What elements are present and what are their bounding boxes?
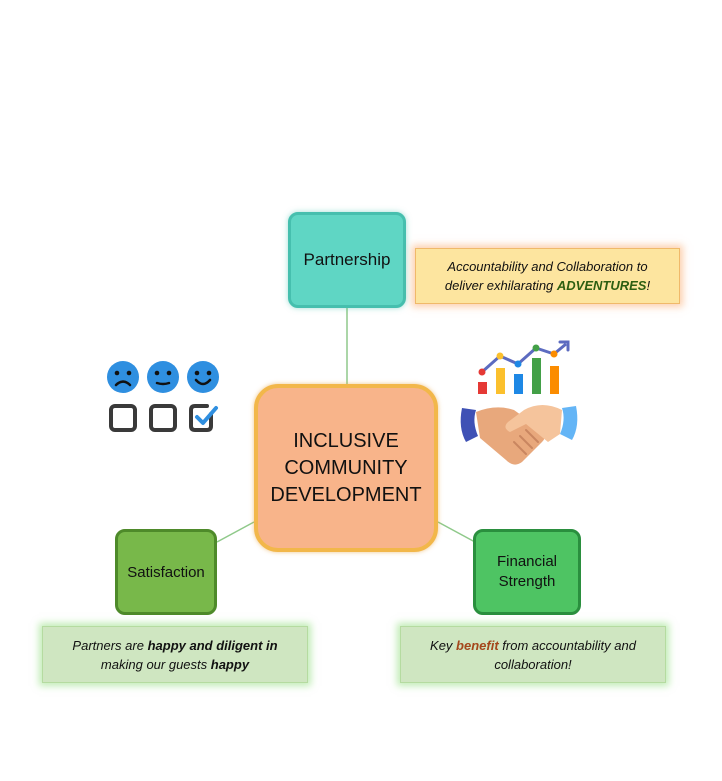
callout-top-highlight: ADVENTURES [556,278,647,293]
center-line-2: COMMUNITY [284,456,408,479]
callout-right-line1-suffix: from accountability and [498,637,636,653]
feedback-faces-icon [107,361,219,432]
satisfaction-callout: Partners are happy and diligent in makin… [42,626,308,683]
callout-top-line2-prefix: deliver exhilarating [444,278,557,293]
connector-satisfaction [216,521,255,543]
satisfaction-node: Satisfaction [115,529,217,615]
callout-left-line2-prefix: making our guests [100,656,211,672]
checkbox-empty-icon [109,404,137,432]
neutral-face-icon [147,361,179,393]
happy-face-icon [187,361,219,393]
callout-left-line2-bold: happy [210,656,250,672]
callout-right-line1-prefix: Key [430,637,457,653]
partnership-label: Partnership [303,250,391,269]
handshake-growth-icon [460,340,578,465]
callout-top-line1: Accountability and Collaboration to [447,259,648,274]
financial-line-2: Strength [498,573,556,590]
callout-left-line1-bold: happy and diligent in [147,637,278,653]
callout-left-line1-prefix: Partners are [72,637,148,653]
callout-right-line2: collaboration! [494,656,572,672]
handshake-icon [460,405,578,465]
callout-top-line2-suffix: ! [646,278,651,293]
financial-line-1: Financial [496,553,558,570]
center-line-3: DEVELOPMENT [270,483,422,506]
financial-callout: Key benefit from accountability and coll… [400,626,666,683]
callout-right-highlight: benefit [456,637,499,653]
partnership-node: Partnership [288,212,406,308]
financial-strength-node: Financial Strength [473,529,581,615]
checkbox-checked-icon [189,404,218,432]
sad-face-icon [107,361,139,393]
center-line-1: INCLUSIVE [293,429,399,452]
center-node: INCLUSIVE COMMUNITY DEVELOPMENT [254,384,438,552]
partnership-callout: Accountability and Collaboration to deli… [415,248,680,304]
satisfaction-label: Satisfaction [127,563,205,581]
checkbox-empty-icon [149,404,177,432]
connector-financial [437,521,476,543]
bar-chart-icon [478,340,570,394]
